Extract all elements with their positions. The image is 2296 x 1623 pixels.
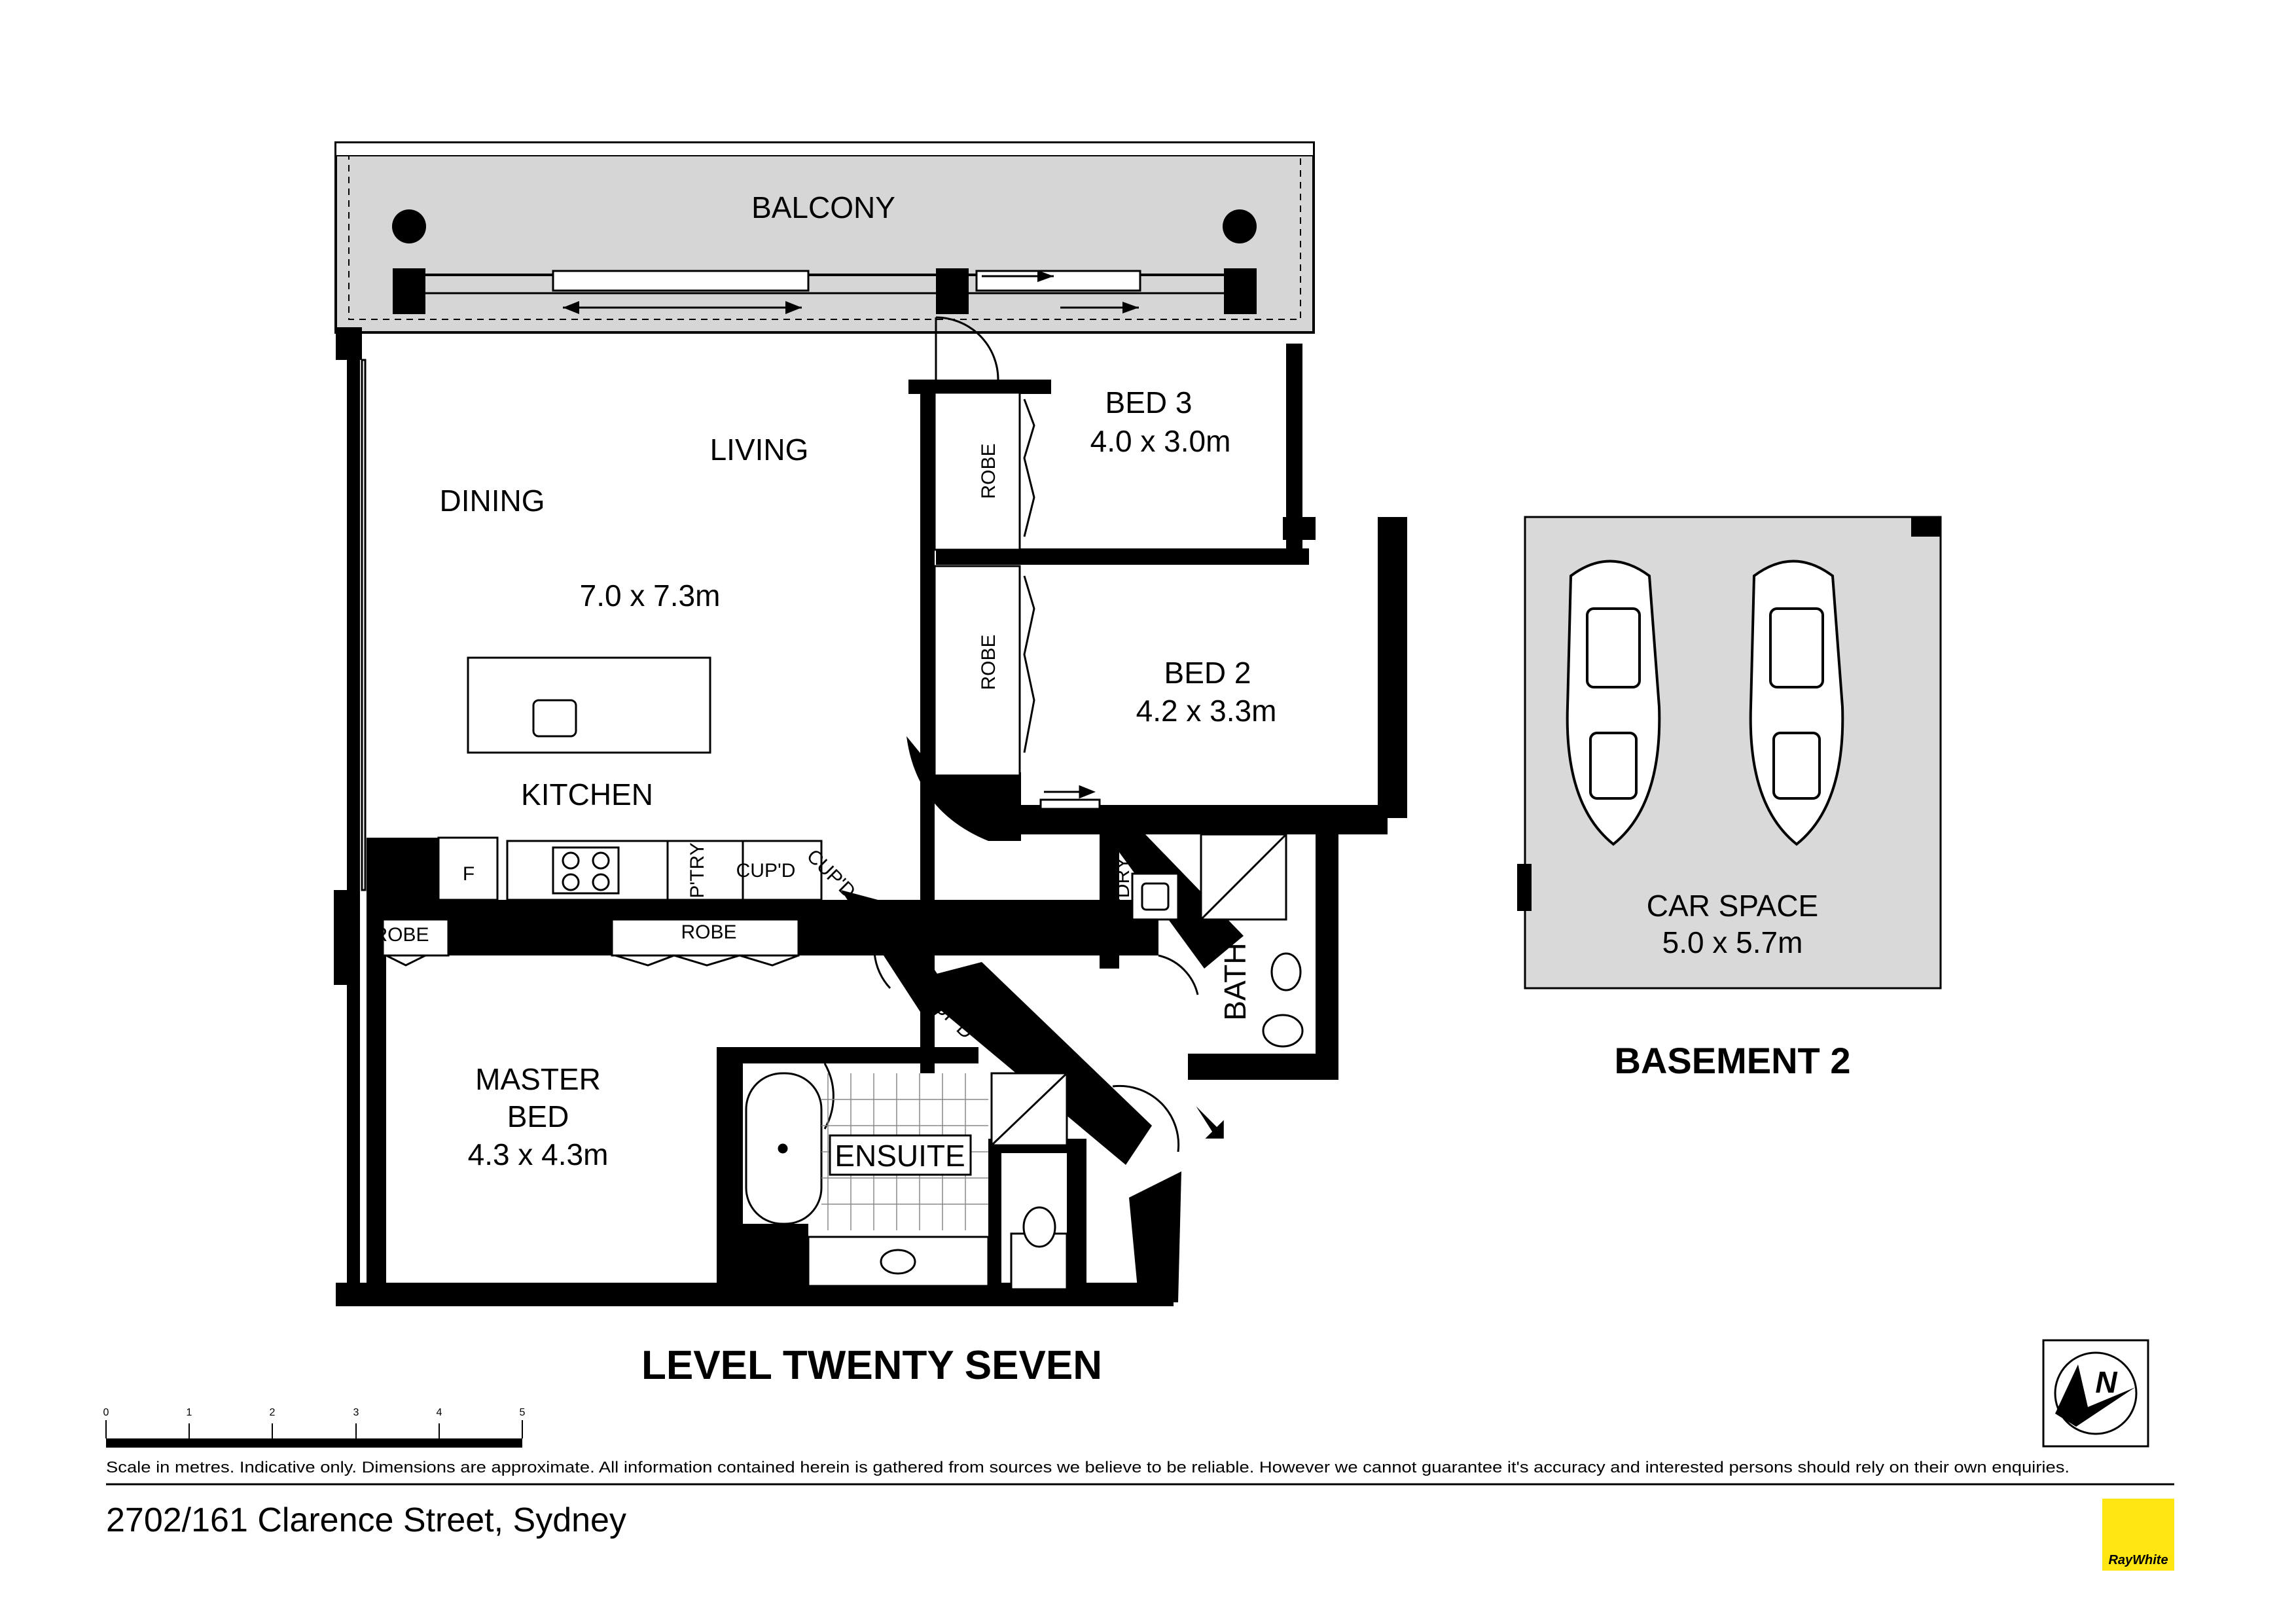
car-icon [1566, 560, 1661, 846]
kitchen-label: KITCHEN [521, 777, 653, 812]
brand-logo[interactable]: RayWhite [2102, 1499, 2174, 1571]
pantry-label: P'TRY [687, 842, 708, 898]
master-bed-label-line2: BED [507, 1099, 569, 1133]
car-space [1517, 516, 1942, 990]
compass-north-label: N [2095, 1365, 2117, 1399]
basement-title: BASEMENT 2 [1615, 1040, 1851, 1081]
fittings [382, 316, 1304, 1291]
living-label: LIVING [710, 433, 809, 467]
apartment-walls [334, 327, 1407, 1306]
master-robe-label-right: ROBE [681, 921, 736, 943]
brand-name: RayWhite [2108, 1553, 2168, 1567]
scale-bar: 0 1 2 3 4 5 [103, 1407, 526, 1448]
balcony-wall [393, 268, 1257, 314]
living-dimensions: 7.0 x 7.3m [580, 579, 721, 613]
ensuite-label: ENSUITE [834, 1139, 965, 1173]
car-space-label: CAR SPACE [1647, 889, 1818, 923]
disclaimer-text: Scale in metres. Indicative only. Dimens… [106, 1459, 2070, 1476]
fridge-label: F [463, 863, 475, 885]
bed2-dimensions: 4.2 x 3.3m [1136, 694, 1277, 728]
bath-label: BATH [1218, 942, 1252, 1020]
scale-tick-0: 0 [103, 1407, 109, 1418]
balcony [334, 141, 1315, 334]
bed3-dimensions: 4.0 x 3.0m [1090, 424, 1231, 458]
kitchen-cupboard-label: CUP'D [736, 860, 796, 882]
scale-tick-3: 3 [353, 1407, 359, 1418]
bed3-label: BED 3 [1105, 385, 1193, 419]
scale-tick-2: 2 [270, 1407, 276, 1418]
master-bed-dimensions: 4.3 x 4.3m [468, 1137, 609, 1171]
dining-label: DINING [440, 484, 545, 518]
bed2-label: BED 2 [1164, 656, 1251, 690]
master-robe-label-left: ROBE [373, 924, 429, 946]
north-compass-icon: N [2042, 1339, 2149, 1448]
scale-tick-1: 1 [187, 1407, 192, 1418]
entry-arrow-icon [1196, 1106, 1224, 1139]
level-title: LEVEL TWENTY SEVEN [641, 1343, 1102, 1388]
balcony-label: BALCONY [751, 190, 895, 224]
bed3-robe-label: ROBE [978, 443, 999, 499]
master-bed-label-line1: MASTER [475, 1062, 601, 1096]
property-address: 2702/161 Clarence Street, Sydney [106, 1501, 626, 1539]
laundry-label: L'DRY [1112, 857, 1134, 912]
car-icon [1749, 560, 1844, 846]
bed2-robe-label: ROBE [978, 634, 999, 690]
scale-tick-5: 5 [520, 1407, 526, 1418]
car-space-dimensions: 5.0 x 5.7m [1662, 925, 1803, 959]
scale-tick-4: 4 [437, 1407, 442, 1418]
